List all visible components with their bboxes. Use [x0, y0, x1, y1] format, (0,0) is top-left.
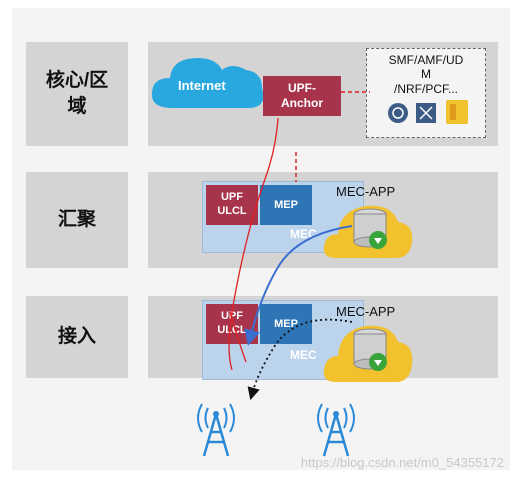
core-nf-label: SMF/AMF/UD M /NRF/PCF...	[388, 53, 464, 96]
layer-label-aggregation: 汇聚	[26, 172, 128, 268]
aggregation-upf-box: UPF ULCL	[206, 185, 258, 225]
layer-label-core: 核心/区 域	[26, 42, 128, 146]
access-mec-label: MEC	[290, 348, 317, 362]
upf-anchor-box: UPF- Anchor	[263, 76, 341, 116]
blue-offload-path	[244, 225, 353, 346]
access-database-icon	[353, 328, 387, 371]
red-traffic-path	[228, 117, 279, 371]
watermark: https://blog.csdn.net/m0_54355172	[300, 455, 504, 470]
access-mec-app-label: MEC-APP	[336, 304, 396, 319]
aggregation-mep-box: MEP	[260, 185, 312, 225]
cell-tower-right-icon	[317, 403, 355, 457]
internet-label: Internet	[178, 78, 226, 93]
red-traffic-tail	[229, 311, 247, 363]
layer-label-access: 接入	[26, 296, 128, 378]
aggregation-mec-app-label: MEC-APP	[336, 184, 396, 199]
black-dotted-path	[247, 318, 353, 401]
access-mep-box: MEP	[260, 304, 312, 344]
aggregation-database-icon	[353, 208, 387, 249]
cell-tower-left-icon	[197, 403, 235, 457]
